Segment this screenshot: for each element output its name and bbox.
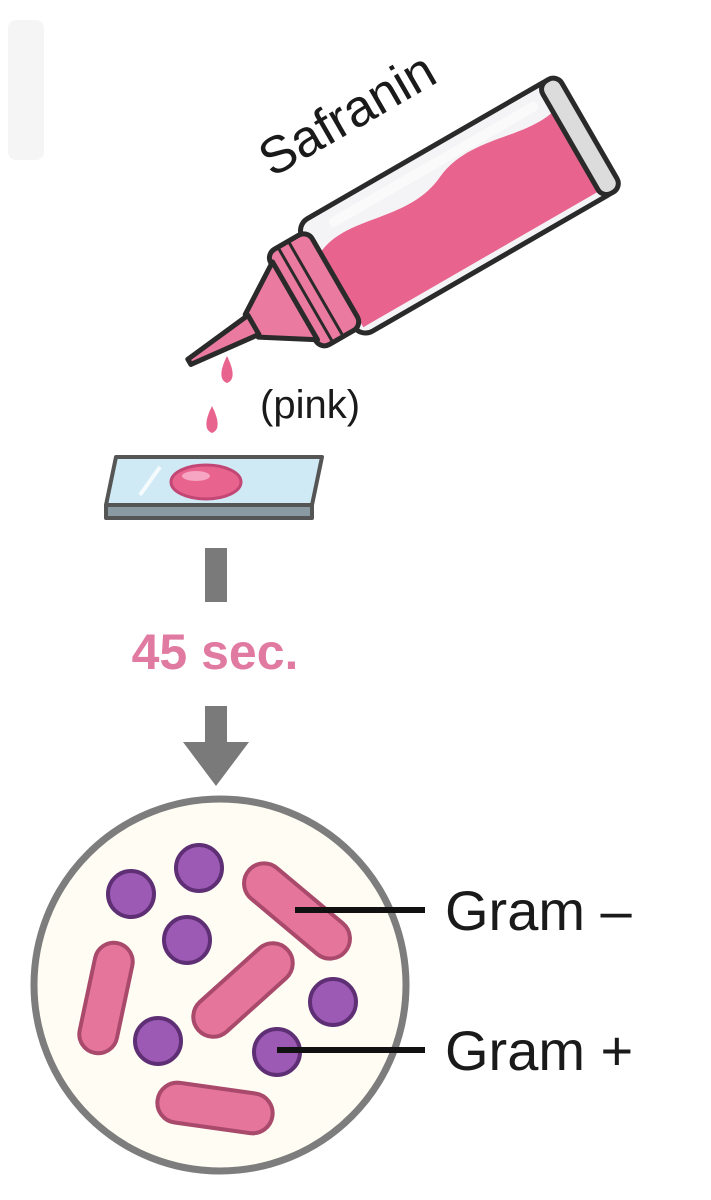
gram-positive-coccus <box>174 843 224 893</box>
arrow-shaft <box>205 548 227 602</box>
microscope-field-view <box>30 795 410 1175</box>
collar-groove-2 <box>287 242 344 336</box>
stain-drop-on-slide <box>169 463 243 501</box>
gram-negative-rod <box>155 1080 275 1136</box>
gram-positive-coccus <box>308 977 358 1027</box>
bottle-base <box>539 75 621 197</box>
safranin-bottle <box>185 75 621 367</box>
droplet-upper <box>221 356 233 383</box>
reagent-color-note: (pink) <box>260 383 360 427</box>
arrow-shaft-lower <box>205 706 227 742</box>
gram-negative-rod <box>77 940 135 1056</box>
bottle-liquid <box>320 101 611 328</box>
stain-drop-shine <box>182 471 210 481</box>
slide-edge <box>104 503 314 520</box>
microscope-slide <box>104 455 324 520</box>
gram-negative-rod <box>191 941 295 1039</box>
gram-positive-coccus <box>162 915 212 965</box>
bottle-nozzle <box>185 312 262 367</box>
gram-positive-coccus <box>133 1016 183 1066</box>
step-duration-label: 45 sec. <box>132 624 299 680</box>
bottle-highlight <box>328 101 538 227</box>
collar-groove-1 <box>277 248 334 342</box>
gram-positive-coccus <box>106 869 156 919</box>
slide-shine <box>138 465 162 497</box>
gram-positive-label: Gram + <box>445 1019 633 1082</box>
droplet-lower <box>206 406 218 433</box>
arrow-head-icon <box>183 742 249 786</box>
background-smudge <box>8 20 44 160</box>
gram-negative-label: Gram – <box>445 879 633 942</box>
